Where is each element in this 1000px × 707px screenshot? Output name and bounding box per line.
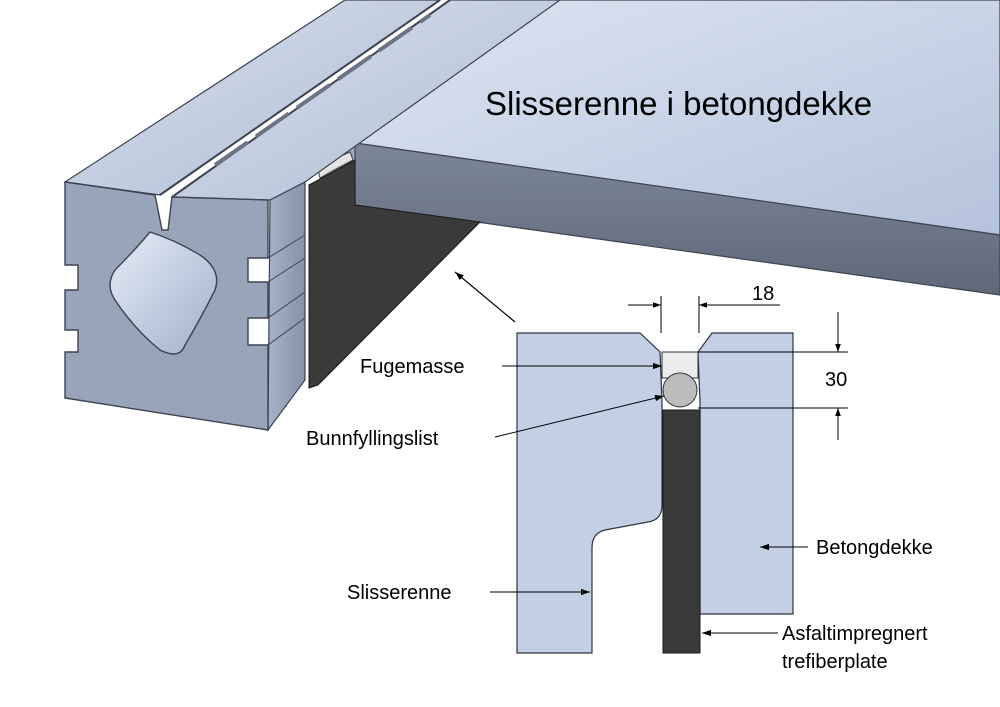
diagram-title: Slisserenne i betongdekke [485,85,872,122]
fiberboard-3d [308,159,482,389]
label-asfalt-line2: trefiberplate [782,651,888,673]
label-fugemasse: Fugemasse [360,356,465,378]
side-groove-2 [267,257,306,283]
channel-slot-dashes [213,13,432,167]
channel-slot-groove [159,0,441,196]
label-bunnfyllingslist: Bunnfyllingslist [306,428,439,450]
label-slisserenne: Slisserenne [347,582,452,604]
dim-18-label: 18 [752,283,774,305]
section-fiberboard [662,409,701,654]
section-view: 18 30 [490,283,848,654]
side-groove-1 [267,234,306,259]
dim-30-label: 30 [825,369,847,391]
section-betongdekke [697,332,794,615]
label-betongdekke: Betongdekke [816,537,933,559]
section-backer-rod [662,372,698,408]
leader-bunnfyllingslist [494,395,665,438]
detail-pointer-arrow [454,271,516,323]
side-groove-4 [267,317,306,346]
channel-drain-hole [109,231,218,355]
isometric-view [63,0,1000,432]
label-asfalt-line1: Asfaltimpregnert [782,623,928,645]
channel-side-face [267,181,306,432]
side-groove-3 [267,291,306,319]
section-slisserenne [516,332,663,654]
